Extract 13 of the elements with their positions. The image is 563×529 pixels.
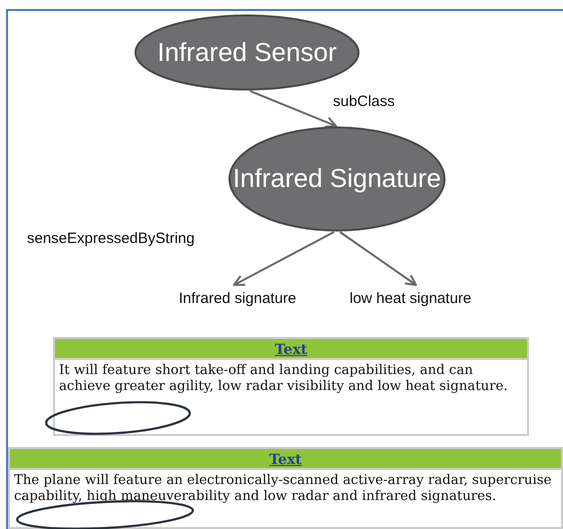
text-excerpt: It will feature short take-off and landing capabilities, and can achieve greater agility, low radar visibility and low heat signature.	[58, 362, 509, 396]
text-panel	[53, 337, 529, 436]
class-name: Infrared Signature	[232, 164, 442, 194]
edge-label: subClass	[333, 92, 395, 110]
string-label: Infrared signature	[160, 290, 315, 310]
class-ellipse	[134, 14, 360, 91]
class-ellipse	[228, 126, 446, 232]
class-name: Infrared Sensor	[157, 38, 337, 68]
header-link: Text	[269, 452, 302, 468]
string-label: low heat signature	[333, 290, 488, 310]
text-panel	[8, 447, 563, 529]
header-link: Text	[274, 342, 308, 358]
relation-label: senseExpressedByString	[27, 230, 195, 247]
